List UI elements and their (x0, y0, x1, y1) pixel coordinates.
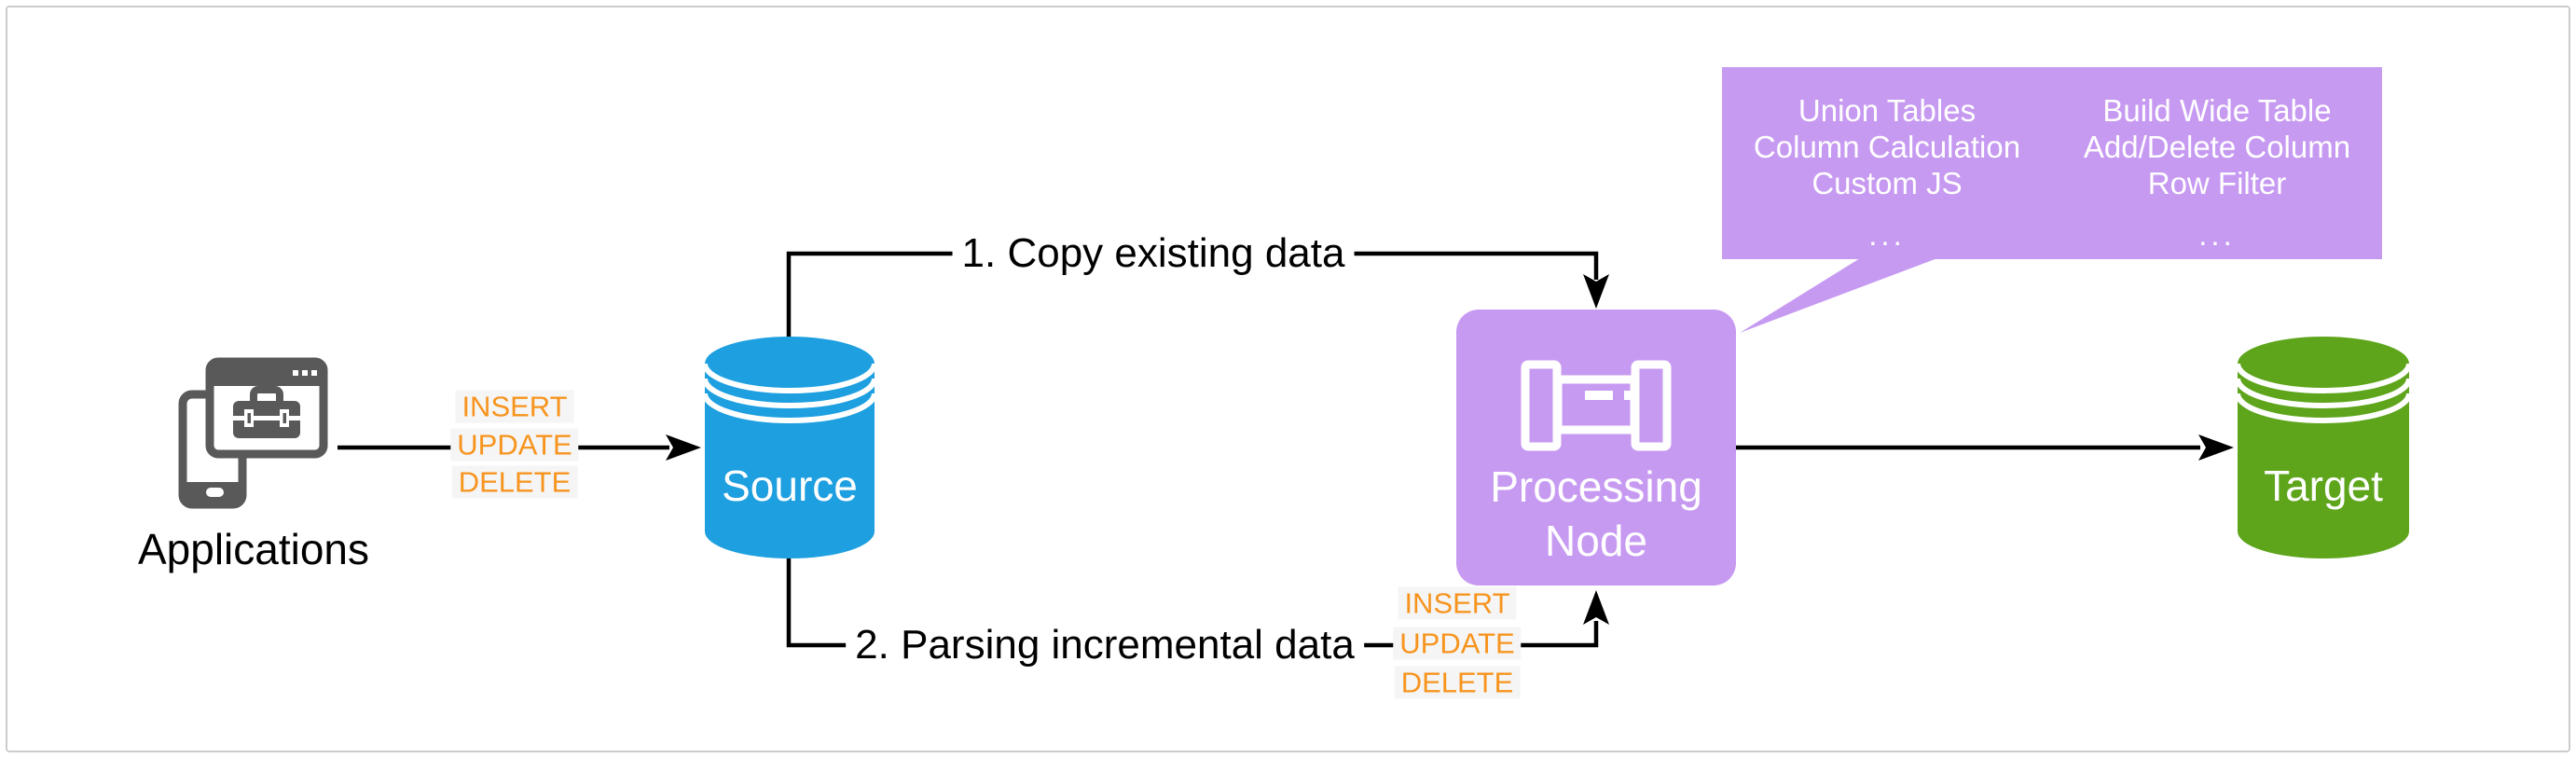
pipeline-node-icon (1521, 360, 1672, 451)
callout-item: Union Tables (1798, 93, 1977, 128)
callout-right-column: Build Wide Table Add/Delete Column Row F… (2052, 67, 2382, 259)
crud-label-delete-left: DELETE (451, 465, 578, 499)
edge-copy-label: 1. Copy existing data (952, 231, 1355, 276)
crud-label-update-left: UPDATE (450, 428, 579, 462)
callout-bubble-shape (1722, 67, 2382, 333)
processing-node-label-line1: Processing (1490, 462, 1702, 511)
callout-item: Column Calculation (1753, 130, 2021, 164)
callout-item: ... (2198, 217, 2236, 252)
source-database-shape (702, 337, 877, 558)
processing-node-shape (1456, 310, 1736, 586)
crud-label-insert-right: INSERT (1398, 586, 1517, 620)
callout-left-column: Union Tables Column Calculation Custom J… (1722, 67, 2052, 259)
edge-parse-label: 2. Parsing incremental data (846, 623, 1364, 668)
browser-dots-icon (293, 370, 317, 376)
edge-node-to-target (1736, 434, 2234, 461)
callout-item: Row Filter (2147, 166, 2287, 200)
applications-icon (178, 357, 328, 509)
crud-label-delete-right: DELETE (1394, 666, 1521, 699)
source-label: Source (722, 462, 858, 510)
crud-label-insert-left: INSERT (455, 390, 574, 423)
callout-item: Custom JS (1811, 166, 1963, 200)
callout-bubble-text: Union Tables Column Calculation Custom J… (1722, 67, 2382, 259)
briefcase-icon (233, 386, 300, 438)
target-database-shape (2235, 337, 2412, 558)
callout-item: ... (1868, 217, 1906, 252)
crud-label-update-right: UPDATE (1393, 627, 1522, 660)
processing-node-label-line2: Node (1545, 517, 1647, 565)
phone-home-button (206, 488, 224, 497)
callout-item: Add/Delete Column (2083, 130, 2351, 164)
applications-label: Applications (137, 525, 370, 573)
callout-item: Build Wide Table (2102, 93, 2332, 128)
target-label: Target (2264, 462, 2383, 510)
